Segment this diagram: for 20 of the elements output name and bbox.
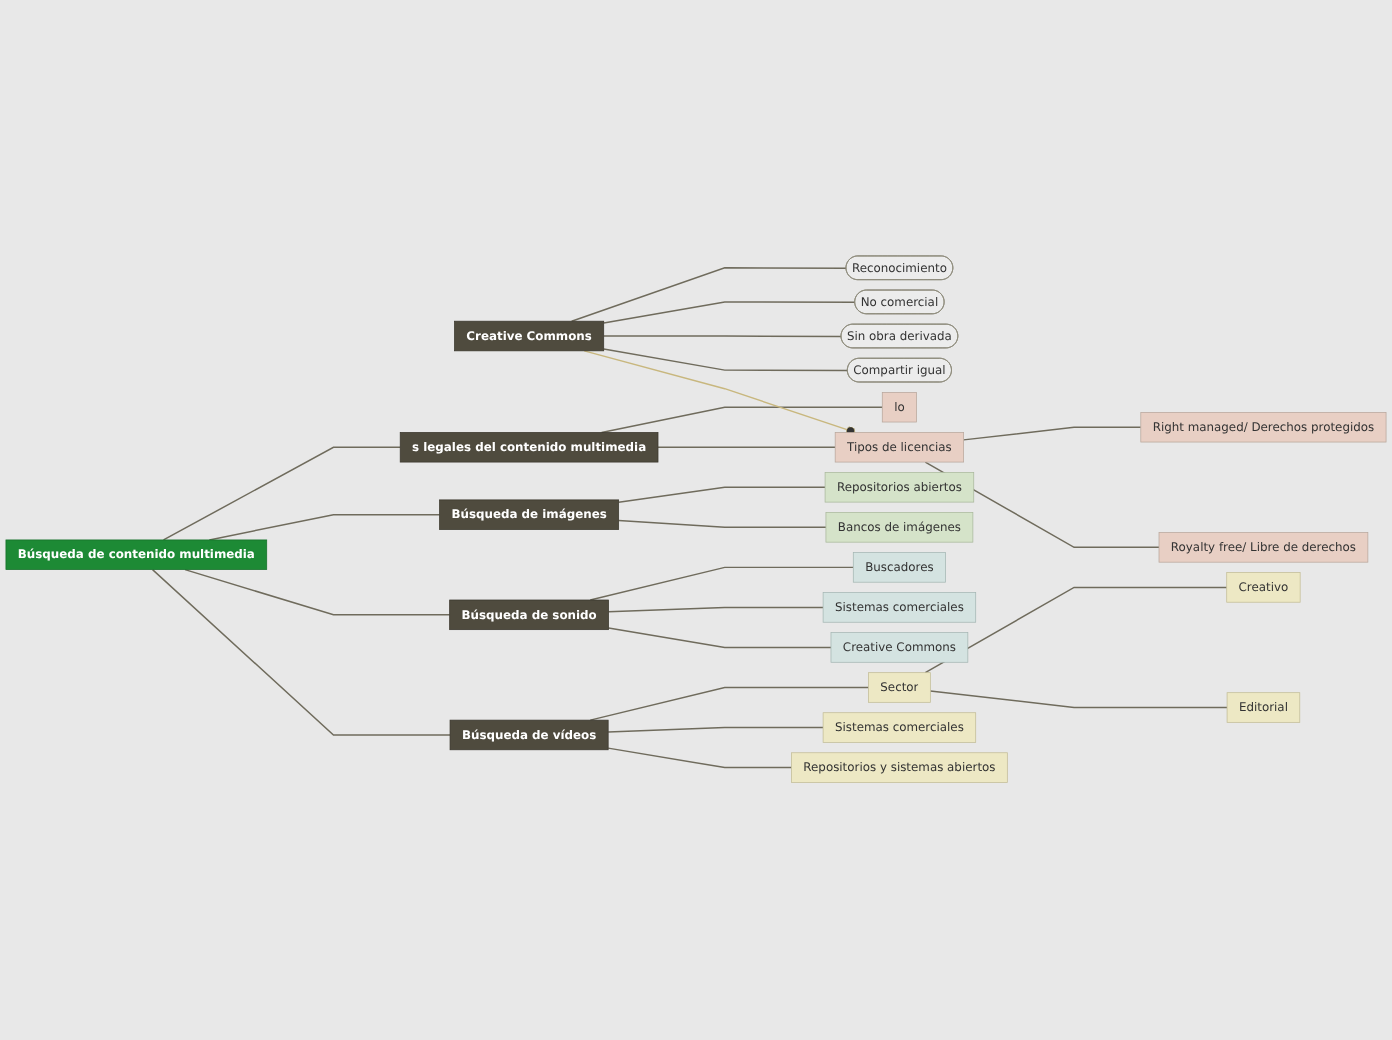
connector [924, 587, 1228, 675]
connector [929, 691, 1228, 710]
connector [589, 567, 854, 602]
connector [162, 447, 401, 542]
connector [617, 520, 827, 529]
connector [657, 447, 836, 449]
connector [603, 336, 843, 338]
connector [603, 301, 856, 325]
connector [570, 267, 848, 323]
connector [617, 487, 826, 504]
connector [607, 607, 824, 614]
connector [603, 349, 849, 373]
connector [607, 727, 824, 734]
connector [151, 569, 451, 737]
connector [607, 628, 832, 649]
connector [600, 407, 883, 434]
connector [208, 514, 441, 542]
connector [962, 427, 1142, 442]
connector [607, 748, 793, 770]
connector [589, 687, 870, 722]
